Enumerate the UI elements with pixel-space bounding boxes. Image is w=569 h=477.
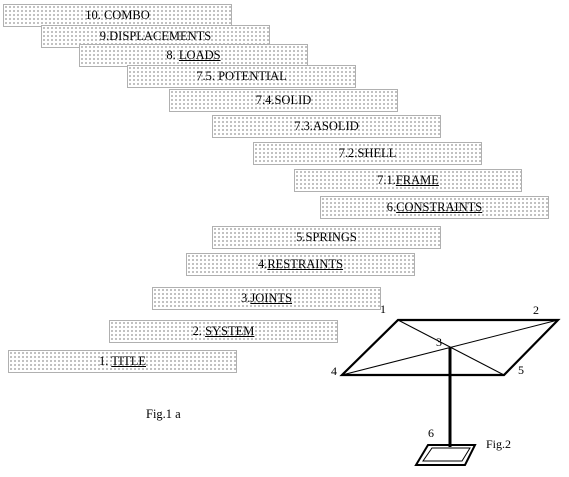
figure-2-caption: Fig.2 (486, 437, 511, 451)
menu-step-number: 4. (257, 257, 268, 271)
menu-step-label: POTENTIAL (218, 69, 287, 83)
menu-step-number: 7.1. (377, 173, 396, 187)
menu-step-number: 7.3. (294, 119, 313, 133)
menu-step-number: 9. (99, 29, 110, 43)
menu-step-label: TITLE (111, 354, 146, 368)
menu-step-solid: 7.4.SOLID (169, 89, 398, 112)
menu-step-constraints: 6.CONSTRAINTS (320, 196, 549, 219)
node-label-3: 3 (436, 335, 442, 349)
menu-step-label: CONSTRAINTS (396, 200, 483, 214)
menu-step-number: 7.4. (255, 93, 275, 107)
menu-step-label: RESTRAINTS (267, 257, 344, 271)
node-label-1: 1 (380, 302, 386, 316)
menu-step-shell: 7.2.SHELL (253, 142, 482, 165)
node-label-5: 5 (518, 363, 524, 377)
menu-step-springs: 5.SPRINGS (212, 226, 441, 249)
menu-step-number: 7.2. (338, 146, 358, 160)
menu-step-number: 3. (240, 291, 251, 305)
menu-step-restraints: 4.RESTRAINTS (186, 253, 415, 276)
menu-step-label: LOADS (178, 48, 221, 62)
node-label-4: 4 (331, 364, 337, 378)
menu-step-title: 1. TITLE (8, 350, 237, 373)
menu-step-label: ASOLID (312, 119, 359, 133)
menu-step-label: FRAME (395, 173, 439, 187)
menu-step-number: 8. (166, 48, 179, 62)
menu-step-combo: 10. COMBO (3, 4, 232, 27)
menu-step-number: 6. (386, 200, 397, 214)
menu-step-number: 7.5. (196, 69, 219, 83)
menu-step-label: JOINTS (250, 291, 293, 305)
menu-step-number: 10. (85, 8, 104, 22)
menu-step-number: 1. (99, 354, 112, 368)
slab-diagonal-b (341, 319, 559, 376)
menu-step-label: COMBO (103, 8, 150, 22)
menu-step-system: 2. SYSTEM (109, 320, 338, 343)
menu-step-number: 5. (296, 230, 306, 244)
menu-step-label: SYSTEM (205, 324, 255, 338)
menu-step-potential: 7.5. POTENTIAL (127, 65, 356, 88)
menu-step-label: SHELL (357, 146, 397, 160)
menu-step-label: SOLID (274, 93, 312, 107)
figure-1a-caption: Fig.1 a (146, 407, 181, 421)
node-label-2: 2 (533, 303, 539, 317)
menu-step-asolid: 7.3.ASOLID (212, 115, 441, 138)
menu-step-joints: 3.JOINTS (152, 287, 381, 310)
menu-step-label: SPRINGS (305, 230, 357, 244)
menu-step-loads: 8. LOADS (79, 44, 308, 67)
menu-step-label: DISPLACEMENTS (109, 29, 212, 43)
menu-step-number: 2. (192, 324, 206, 338)
footing-inner (422, 447, 471, 462)
node-label-6: 6 (428, 426, 434, 440)
footing-outer (414, 444, 477, 466)
menu-step-displacements: 9.DISPLACEMENTS (41, 25, 270, 48)
menu-step-frame: 7.1.FRAME (294, 169, 522, 192)
